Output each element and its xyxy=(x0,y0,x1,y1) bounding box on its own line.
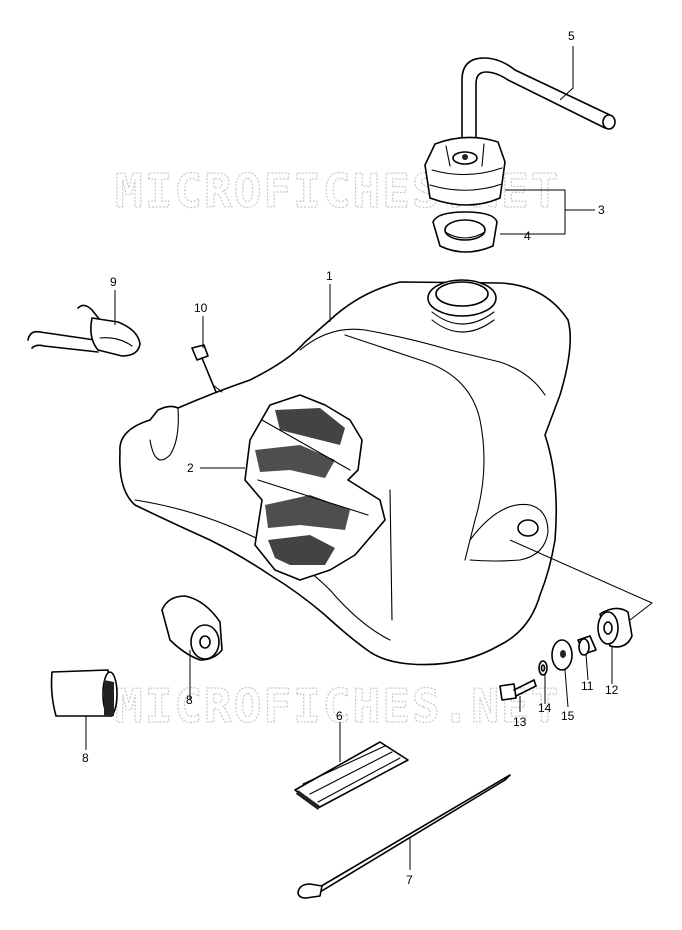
callout-5: 5 xyxy=(568,29,575,43)
callout-2: 2 xyxy=(187,461,194,475)
washer xyxy=(538,660,548,676)
callout-6: 6 xyxy=(336,709,343,723)
callout-12: 12 xyxy=(605,683,619,697)
callout-14: 14 xyxy=(538,701,552,715)
callout-8-lower: 8 xyxy=(82,751,89,765)
cap-gasket xyxy=(432,211,498,253)
callout-3: 3 xyxy=(598,203,605,217)
fuel-cap xyxy=(424,136,506,206)
tank-emblem xyxy=(244,394,386,581)
callout-7: 7 xyxy=(406,873,413,887)
tank-bracket-clip xyxy=(27,304,141,357)
callout-10: 10 xyxy=(194,301,208,315)
rubber-cushion-upper xyxy=(161,595,223,661)
fuel-tank xyxy=(118,279,572,666)
callout-4: 4 xyxy=(524,229,531,243)
collar xyxy=(577,635,597,656)
callout-8-upper: 8 xyxy=(186,693,193,707)
mounting-bolt xyxy=(499,679,537,701)
grommet xyxy=(597,607,633,648)
tie-band xyxy=(297,774,511,899)
callout-13: 13 xyxy=(513,715,527,729)
cushion-pad xyxy=(294,741,409,810)
large-washer xyxy=(551,639,573,671)
callout-15: 15 xyxy=(561,709,575,723)
breather-hose xyxy=(461,57,616,153)
tank-bolt xyxy=(191,344,217,393)
callout-11: 11 xyxy=(581,679,594,693)
callout-9: 9 xyxy=(110,275,117,289)
rubber-cushion-lower xyxy=(50,669,118,717)
leader-lines xyxy=(85,46,653,870)
watermark-bottom: MICROFICHES.NET xyxy=(115,679,560,733)
callout-1: 1 xyxy=(326,269,333,283)
